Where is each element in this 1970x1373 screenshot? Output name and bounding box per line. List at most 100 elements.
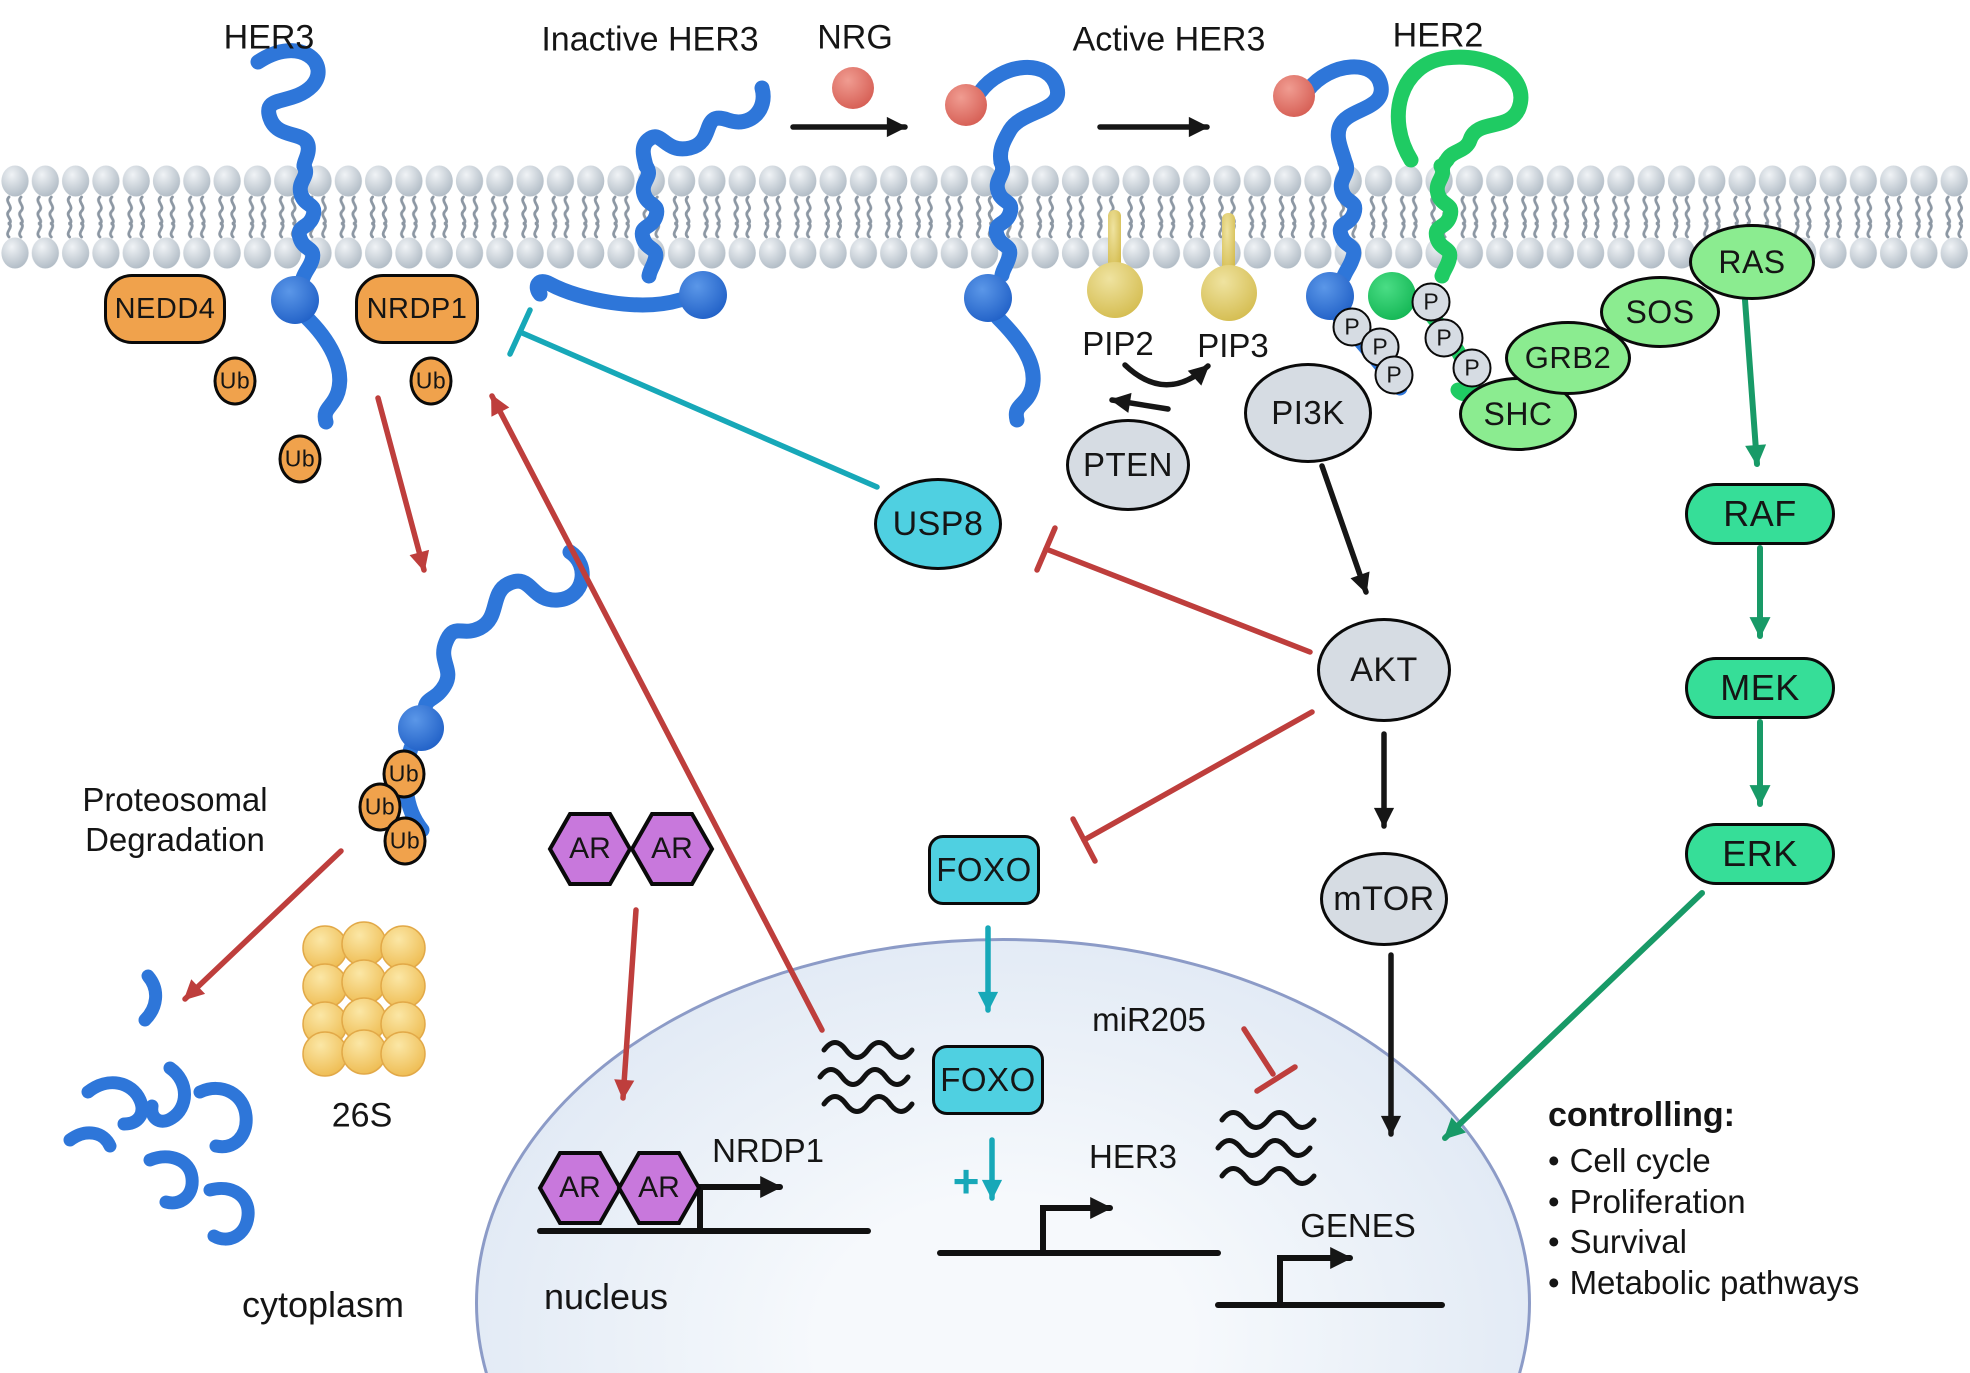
ubiquitin-node: Ub (278, 434, 322, 484)
nedd4-node: NEDD4 (104, 274, 226, 344)
ar-label: AR (569, 832, 611, 865)
arrow-nrdp1-gene-to-protein (489, 393, 825, 1033)
ar-nucleus-node: AR (536, 1148, 624, 1228)
controlling-list: controlling: •Cell cycle •Proliferation … (1548, 1096, 1859, 1303)
bullet-icon: • (1548, 1182, 1560, 1220)
phospho-site: P (1411, 282, 1451, 322)
phospho-site: P (1360, 327, 1400, 367)
inhibition-akt-foxo-bar (1070, 816, 1098, 864)
ar-label: AR (638, 1171, 680, 1204)
internalized-her3-kinase-domain (398, 705, 444, 751)
controlling-item-label: Cell cycle (1569, 1142, 1711, 1179)
mrna-waves-nrdp1-icon (817, 1040, 915, 1114)
genes-label: GENES (1300, 1207, 1416, 1244)
dimer-her3-kinase-domain (1306, 272, 1354, 320)
foxo-cytoplasm-node: FOXO (928, 835, 1040, 905)
ar-label: AR (651, 832, 693, 865)
controlling-item: •Cell cycle (1548, 1141, 1859, 1182)
active-her3-receptor (972, 59, 1065, 428)
pi3k-node: PI3K (1244, 363, 1372, 463)
hexagon-icon (616, 1151, 702, 1225)
arrow-ras-to-raf (1742, 297, 1767, 467)
arrow-ubiquitination-internalization (375, 395, 430, 573)
inhibition-mir205-her3-bar (1254, 1064, 1298, 1094)
pip3-label: PIP3 (1197, 327, 1269, 364)
ubiquitin-chain-node: Ub (383, 816, 427, 866)
inhibition-akt-usp8 (1043, 546, 1313, 655)
green-arrows (1442, 297, 1771, 1141)
her2-kinase-domain (1368, 272, 1416, 320)
inactive-her3-receptor (529, 80, 771, 313)
positive-regulation-sign: + (952, 1155, 980, 1207)
controlling-item: •Proliferation (1548, 1182, 1859, 1223)
arrow-pip3-to-pip2 (1109, 392, 1171, 413)
inactive-her3-kinase-domain (679, 271, 727, 319)
nrdp1-node: NRDP1 (355, 274, 479, 344)
her3-kinase-domain (271, 276, 319, 324)
ubiquitin-chain-node: Ub (358, 782, 402, 832)
her3-gene-glyph (937, 1196, 1221, 1256)
controlling-item-label: Proliferation (1569, 1182, 1746, 1220)
active-her3-kinase-domain (964, 274, 1012, 322)
bullet-icon: • (1548, 1223, 1560, 1260)
ubiquitin-node: Ub (213, 356, 257, 406)
inhibition-usp8-nrdp1-bar (507, 307, 533, 357)
nrg-ligand-icon (832, 67, 874, 109)
controlling-item-label: Metabolic pathways (1569, 1263, 1860, 1301)
phospho-site: P (1424, 318, 1464, 358)
genes-gene-glyph (1215, 1246, 1445, 1308)
pip2-label: PIP2 (1082, 325, 1154, 362)
ras-node: RAS (1689, 224, 1815, 300)
pip3-lipid-icon (1201, 213, 1257, 321)
her3-gene-label: HER3 (1088, 1138, 1178, 1175)
ar-node: AR (628, 809, 716, 889)
arrow-ar-into-nucleus (614, 907, 639, 1101)
proteasome-26s-label: 26S (331, 1096, 393, 1135)
phospho-site: P (1374, 355, 1414, 395)
raf-node: RAF (1685, 483, 1835, 545)
nrg-dimer-ligand-icon (1273, 75, 1315, 117)
nrdp1-gene-label: NRDP1 (712, 1132, 824, 1169)
mir205-label: miR205 (1092, 1001, 1206, 1038)
hexagon-icon (629, 812, 715, 886)
inactive-her3-label: Inactive HER3 (541, 20, 759, 59)
arrow-to-degradation (182, 848, 344, 1002)
controlling-item: •Metabolic pathways (1548, 1263, 1859, 1304)
mtor-node: mTOR (1320, 852, 1448, 946)
sos-node: SOS (1600, 276, 1720, 348)
arrow-pi3k-to-akt (1319, 463, 1370, 595)
inhibition-mir205-her3 (1241, 1026, 1276, 1077)
nrg-bound-ligand-icon (945, 84, 987, 126)
nrg-label: NRG (817, 18, 893, 57)
degraded-fragments-icon (63, 969, 255, 1246)
internalized-her3-receptor (398, 544, 590, 838)
foxo-nucleus-node: FOXO (932, 1045, 1044, 1115)
bullet-icon: • (1548, 1142, 1560, 1179)
proteosomal-degradation-label: Proteosomal Degradation (82, 781, 268, 858)
pip2-lipid-icon (1087, 210, 1143, 318)
mrna-waves-her3-icon (1215, 1110, 1317, 1186)
ubiquitin-node: Ub (409, 356, 453, 406)
cytoplasm-label: cytoplasm (241, 1284, 405, 1325)
inhibition-akt-usp8-bar (1034, 525, 1058, 573)
inhibition-usp8-nrdp1 (517, 329, 880, 490)
her3-receptor (250, 43, 348, 430)
controlling-item: •Survival (1548, 1222, 1859, 1263)
pten-node: PTEN (1066, 419, 1190, 511)
red-arrows (182, 393, 1315, 1101)
inhibition-akt-foxo (1081, 709, 1315, 843)
phospho-site: P (1452, 348, 1492, 388)
erk-node: ERK (1685, 823, 1835, 885)
proteasome-26s-icon (302, 921, 426, 1077)
her3-label: HER3 (223, 18, 315, 57)
cell-membrane (0, 164, 1970, 270)
ar-node: AR (546, 809, 634, 889)
arrow-pip2-to-pip3 (1122, 362, 1211, 388)
mek-node: MEK (1685, 657, 1835, 719)
ar-label: AR (559, 1171, 601, 1204)
bullet-icon: • (1548, 1263, 1560, 1301)
teal-arrows (507, 307, 1003, 1201)
nucleus-label: nucleus (543, 1276, 669, 1317)
controlling-item-label: Survival (1569, 1223, 1687, 1260)
